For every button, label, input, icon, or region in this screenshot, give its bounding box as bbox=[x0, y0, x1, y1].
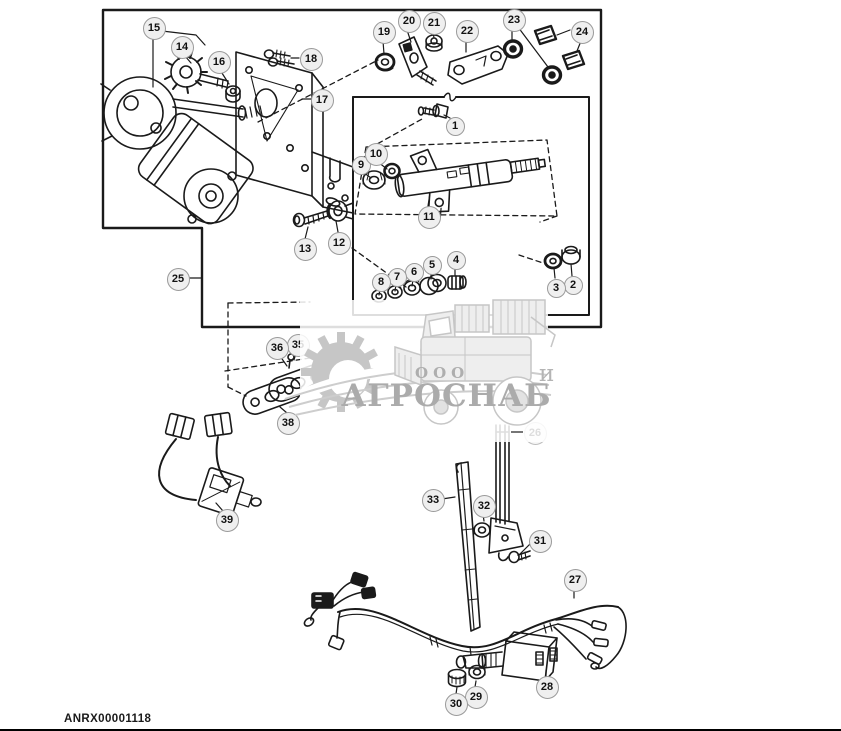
outer-assembly-box bbox=[101, 8, 603, 329]
mounting-bracket-17 bbox=[235, 51, 354, 214]
crank-arm-20 bbox=[398, 36, 437, 86]
nut-2 bbox=[561, 245, 581, 265]
pivot-shaft-11 bbox=[394, 148, 547, 219]
washer-8 bbox=[371, 289, 387, 303]
switch-28 bbox=[455, 631, 558, 682]
nut-29 bbox=[468, 664, 486, 680]
wiper-motor bbox=[100, 76, 263, 225]
wiring-jumper-39 bbox=[158, 411, 262, 517]
knob-nut-30 bbox=[447, 668, 467, 688]
wiper-blade-33 bbox=[455, 461, 481, 632]
washer-3 bbox=[543, 252, 563, 270]
bushing-5 bbox=[419, 273, 447, 296]
nut-32 bbox=[473, 522, 491, 538]
grommets-23 bbox=[502, 39, 563, 85]
wiper-arm-26 bbox=[488, 424, 524, 562]
drive-gear-14 bbox=[164, 51, 229, 94]
linkage-bar-22 bbox=[447, 45, 509, 85]
washer-10 bbox=[383, 162, 401, 180]
bolt-13 bbox=[292, 210, 329, 228]
clamp-12 bbox=[326, 200, 354, 222]
drawing-reference-code: ANRX00001118 bbox=[64, 713, 152, 725]
box-break-mark bbox=[443, 92, 457, 102]
nut-16 bbox=[225, 85, 241, 103]
bottom-border-line bbox=[0, 729, 841, 731]
bolt-1 bbox=[417, 103, 449, 119]
clips-24 bbox=[533, 24, 586, 71]
coupler-4 bbox=[447, 275, 467, 290]
bushing-19 bbox=[374, 52, 396, 72]
screws-18 bbox=[263, 49, 295, 67]
harness-27 bbox=[303, 571, 627, 670]
inner-assembly-box bbox=[352, 92, 590, 316]
nut-21 bbox=[425, 34, 443, 52]
nut-9 bbox=[362, 170, 386, 190]
screw-31 bbox=[508, 550, 531, 564]
